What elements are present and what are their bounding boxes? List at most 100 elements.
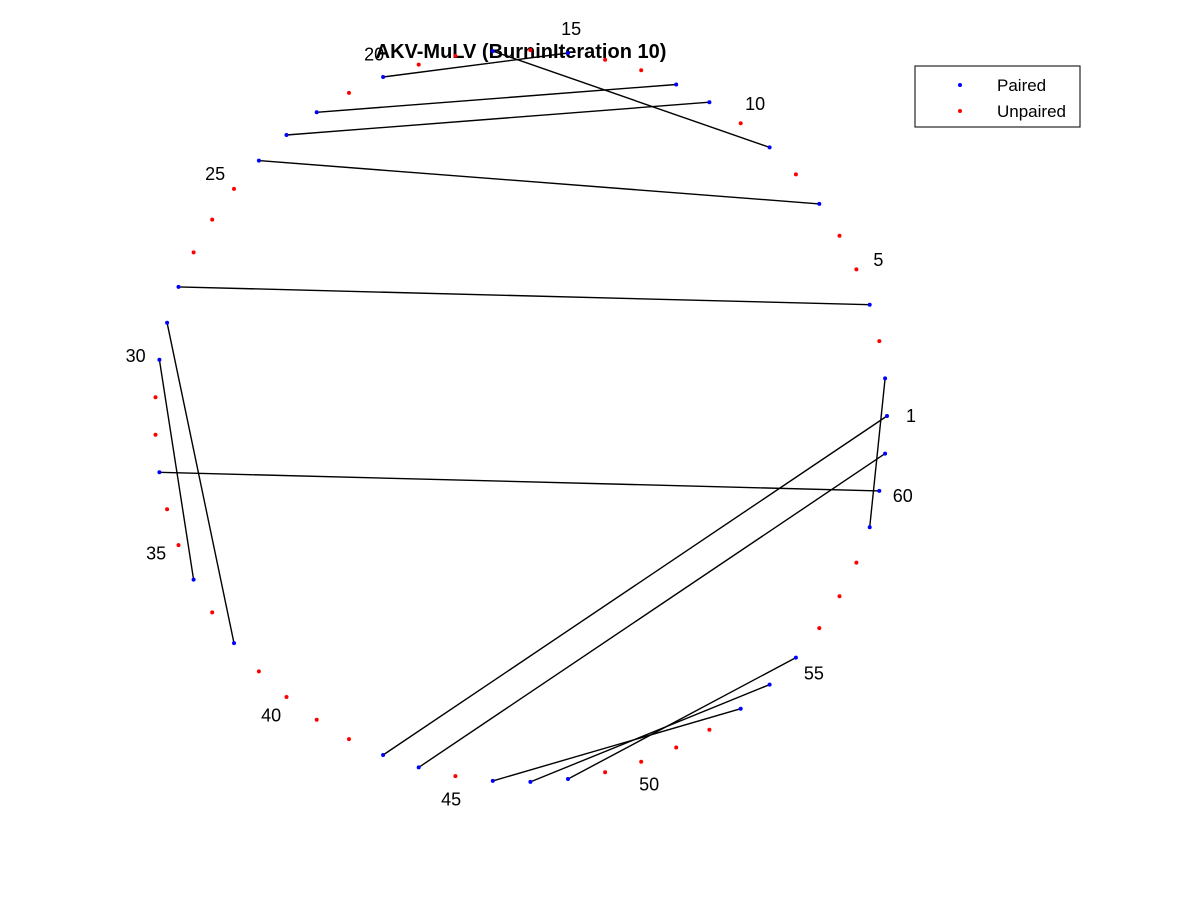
unpaired-dot-50 [639,759,644,764]
unpaired-dot-56 [817,626,822,631]
paired-dot-48 [566,777,570,781]
paired-dot-60 [877,488,882,493]
paired-dot-11 [707,100,712,105]
paired-dot-15 [566,51,570,55]
paired-dot-4 [867,302,872,307]
unpaired-dot-49 [603,770,608,775]
pair-line-30-36 [158,359,195,580]
position-label-1: 1 [906,406,916,426]
legend-label-unpaired: Unpaired [997,102,1066,121]
pair-line-12-22 [316,83,677,113]
chart-title: AKV-MuLV (BurninIteration 10) [376,41,667,63]
position-label-15: 15 [561,19,581,39]
unpaired-dot-52 [707,727,712,732]
paired-dot-1 [885,414,889,418]
paired-dot-36 [191,577,196,582]
paired-dot-23 [284,133,289,137]
pair-line-11-23 [286,101,710,136]
pair-line-7-24 [258,159,820,205]
unpaired-dot-45 [453,774,458,779]
paired-dot-59 [867,525,872,530]
unpaired-dot-21 [347,90,351,95]
unpaired-dot-10 [738,121,743,126]
unpaired-dot-31 [153,395,158,400]
paired-dot-43 [381,753,386,757]
pair-line-33-60 [159,471,880,492]
paired-dot-54 [767,682,772,687]
unpaired-dot-26 [210,217,215,222]
unpaired-dot-19 [416,62,421,67]
position-label-5: 5 [873,250,883,270]
paired-dot-9 [767,145,772,150]
unpaired-dot-51 [674,745,679,750]
legend: Paired Unpaired [914,65,1081,128]
paired-dot-12 [674,82,679,87]
position-label-35: 35 [146,544,166,564]
unpaired-dot-57 [837,594,842,599]
position-label-50: 50 [639,774,659,794]
pair-line-46-53 [492,708,741,782]
paired-dot-29 [165,320,170,325]
unpaired-dot-58 [854,560,859,565]
unpaired-dot-37 [210,610,215,615]
unpaired-dot-27 [191,250,196,255]
position-dots [153,48,889,784]
pair-line-44-61 [418,453,886,768]
unpaired-dot-34 [165,507,170,512]
position-label-10: 10 [745,94,765,114]
unpaired-dot-13 [639,68,644,73]
unpaired-dot-8 [793,172,798,177]
pair-line-15-20 [383,52,569,78]
pair-line-4-28 [178,286,870,306]
position-label-60: 60 [893,486,913,506]
paired-dot-53 [738,706,743,711]
unpaired-dot-16 [528,48,533,53]
pair-line-1-43 [382,415,888,756]
unpaired-dot-5 [854,267,859,272]
unpaired-dot-6 [837,233,842,238]
unpaired-dot-42 [347,737,351,742]
unpaired-dot-35 [176,543,181,548]
unpaired-dot-14 [603,57,608,62]
pair-lines [158,50,888,783]
paired-dot-20 [381,75,386,79]
paired-dot-46 [490,778,495,783]
paired-dot-17 [490,49,495,54]
position-label-30: 30 [126,346,146,366]
position-label-45: 45 [441,790,461,810]
unpaired-dot-41 [314,717,319,722]
pair-line-29-38 [166,322,235,644]
unpaired-dot-40 [284,695,289,699]
unpaired-dot-3 [877,339,882,344]
paired-dot-7 [817,201,822,206]
unpaired-dot-39 [256,669,261,674]
paired-dot-55 [793,655,798,660]
unpaired-dot-25 [232,186,236,191]
paired-dot-38 [232,641,236,646]
legend-marker-unpaired [958,109,962,113]
paired-dot-22 [314,110,319,115]
position-label-40: 40 [261,706,281,726]
paired-dot-2 [883,376,888,381]
position-label-25: 25 [205,164,225,184]
pair-line-47-54 [530,683,770,783]
position-label-55: 55 [804,664,824,684]
unpaired-dot-32 [153,432,158,437]
paired-dot-47 [528,779,533,784]
pair-line-48-55 [567,656,797,780]
pair-line-2-59 [869,378,886,528]
legend-marker-paired [958,83,962,87]
paired-dot-44 [416,765,421,770]
pair-line-9-17 [492,50,770,149]
paired-dot-61 [883,451,888,456]
paired-dot-24 [256,158,261,163]
paired-dot-28 [176,284,181,289]
legend-box [914,65,1081,128]
paired-dot-30 [157,357,162,362]
unpaired-dot-18 [453,53,458,58]
position-label-20: 20 [364,45,384,65]
legend-label-paired: Paired [997,76,1046,95]
paired-dot-33 [157,470,162,475]
